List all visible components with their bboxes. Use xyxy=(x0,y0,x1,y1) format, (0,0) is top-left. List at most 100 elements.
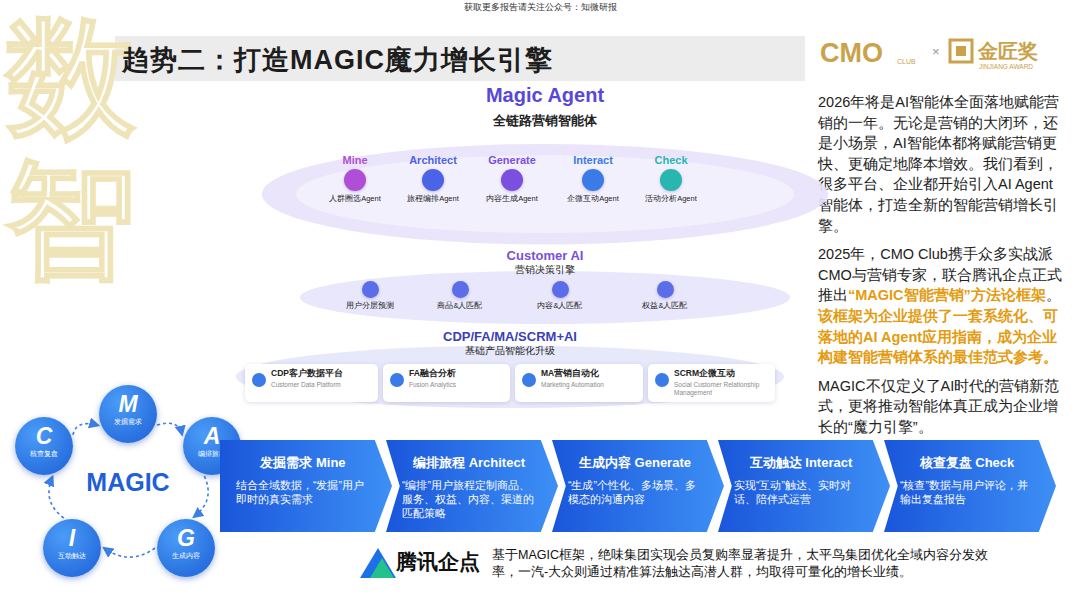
decision-label: 内容&人匹配 xyxy=(515,301,605,311)
product-english: Customer Data Platform xyxy=(271,381,374,389)
step-heading: 发掘需求 Mine xyxy=(236,454,370,472)
award-icon xyxy=(950,40,972,62)
step-body: 结合全域数据，“发掘”用户即时的真实需求 xyxy=(236,478,370,506)
decision-icon xyxy=(452,281,469,298)
agent-label: 活动分析Agent xyxy=(631,194,711,204)
product-box: FA融合分析Fusion Analytics xyxy=(383,364,510,402)
decision-item: 内容&人匹配 xyxy=(515,278,605,318)
step-chevron: 互动触达 Interact 实现“互动”触达、实时对话、陪伴式运营 xyxy=(718,440,890,532)
cycle-arrow xyxy=(157,423,182,434)
decision-icon xyxy=(362,281,379,298)
decision-label: 用户分层预测 xyxy=(325,301,415,311)
logo-text: CLUB xyxy=(897,58,916,65)
band-subheading: 营销决策引擎 xyxy=(300,264,790,277)
step-body: 实现“互动”触达、实时对话、陪伴式运营 xyxy=(734,478,868,506)
agent-letter-word: Interact xyxy=(553,154,633,166)
cycle-circle: M发掘需求 xyxy=(99,385,157,443)
base-product-band: CDP/FA/MA/SCRM+AI基础产品智能化升级 CDP客户数据平台Custo… xyxy=(236,326,784,408)
product-name: MA营销自动化 xyxy=(541,368,639,380)
qidian-logo xyxy=(360,548,396,578)
agent-icon xyxy=(422,169,444,191)
decision-icon xyxy=(657,281,674,298)
cycle-center-label: MAGIC xyxy=(78,468,178,497)
step-chevron: 发掘需求 Mine 结合全域数据，“发掘”用户即时的真实需求 xyxy=(220,440,392,532)
decision-item: 商品&人匹配 xyxy=(415,278,505,318)
decision-label: 商品&人匹配 xyxy=(415,301,505,311)
agent-item: Check 活动分析Agent xyxy=(631,154,711,222)
step-chevron: 生成内容 Generate“生成”个性化、多场景、多模态的沟通内容 xyxy=(552,440,724,532)
decision-item: 用户分层预测 xyxy=(325,278,415,318)
product-icon xyxy=(522,373,536,387)
agent-icon xyxy=(501,169,523,191)
band-subheading: 全链路营销智能体 xyxy=(262,113,828,130)
product-english: Social Customer Relationship Management xyxy=(674,381,771,397)
cycle-circle: I互动触达 xyxy=(43,519,101,577)
product-name: FA融合分析 xyxy=(409,368,506,380)
slide-title: 趋势二：打造MAGIC魔力增长引擎 xyxy=(122,42,553,78)
highlight-text: 该框架为企业提供了一套系统化、可落地的AI Agent应用指南，成为企业构建智能… xyxy=(818,308,1058,365)
agent-icon xyxy=(344,169,366,191)
body-text: 。 xyxy=(1046,287,1061,303)
cycle-arrow xyxy=(104,548,155,557)
decision-icon xyxy=(552,281,569,298)
agent-label: 企微互动Agent xyxy=(553,194,633,204)
agent-item: Interact 企微互动Agent xyxy=(553,154,633,222)
cycle-label: 发掘需求 xyxy=(99,417,157,427)
logo-text: JINJIANG AWARD xyxy=(979,63,1033,70)
highlight-text: “MAGIC智能营销”方法论框架 xyxy=(848,287,1046,303)
cycle-circle: G生成内容 xyxy=(157,519,215,577)
text-column: 2026年将是AI智能体全面落地赋能营销的一年。无论是营销的大闭环，还是小场景，… xyxy=(818,92,1066,438)
product-english: Marketing Automation xyxy=(541,381,639,389)
band-heading: Magic Agent xyxy=(262,84,828,107)
watermark: 数智 xyxy=(6,6,136,292)
product-box: MA营销自动化Marketing Automation xyxy=(515,364,643,402)
paragraph: 2025年，CMO Club携手众多实战派CMO与营销专家，联合腾讯企点正式推出… xyxy=(818,244,1066,368)
band-subheading: 基础产品智能化升级 xyxy=(236,345,784,358)
step-chevron: 编排旅程 Architect“编排”用户旅程定制商品、服务、权益、内容、渠道的匹… xyxy=(386,440,558,532)
logo-text: CMO xyxy=(820,38,883,69)
cycle-arrow xyxy=(49,477,64,518)
cycle-letter: C xyxy=(15,423,73,449)
decision-engine-band: Customer AI营销决策引擎用户分层预测商品&人匹配内容&人匹配 权益&人匹… xyxy=(300,246,790,324)
band-heading: CDP/FA/MA/SCRM+AI xyxy=(236,329,784,344)
product-box: CDP客户数据平台Customer Data Platform xyxy=(245,364,378,402)
logo-separator: × xyxy=(932,44,940,59)
cycle-circle: C核查复盘 xyxy=(15,417,73,475)
band-heading: Customer AI xyxy=(300,248,790,263)
cycle-label: 互动触达 xyxy=(43,551,101,561)
decision-item: 权益&人匹配 xyxy=(620,278,710,318)
decision-label: 权益&人匹配 xyxy=(620,301,710,311)
body-text: 2026年将是AI智能体全面落地赋能营销的一年。无论是营销的大闭环，还是小场景，… xyxy=(818,94,1059,234)
body-text: MAGIC不仅定义了AI时代的营销新范式，更将推动智能体真正成为企业增长的“魔力… xyxy=(818,378,1059,435)
agent-icon xyxy=(660,169,682,191)
logo-text: 金匠奖 xyxy=(978,38,1038,65)
agent-letter-word: Architect xyxy=(393,154,473,166)
product-name: SCRM企微互动 xyxy=(674,368,771,380)
product-icon xyxy=(655,373,669,387)
cycle-arrow xyxy=(194,476,208,517)
step-body: “核查”数据与用户评论，并输出复盘报告 xyxy=(900,478,1034,506)
step-heading: 核查复盘 Check xyxy=(900,454,1034,472)
cycle-arrow xyxy=(73,424,98,435)
source-note: 获取更多报告请关注公众号：知微研报 xyxy=(0,1,1080,14)
agent-layer-band: Magic Agent全链路营销智能体Mine人群圈选AgentArchitec… xyxy=(262,84,828,246)
award-icon-core xyxy=(956,46,966,56)
agent-icon xyxy=(582,169,604,191)
step-chevron: 核查复盘 Check “核查”数据与用户评论，并输出复盘报告 xyxy=(884,440,1056,532)
cycle-label: 生成内容 xyxy=(157,551,215,561)
product-name: CDP客户数据平台 xyxy=(271,368,374,380)
agent-item: Generate 内容生成Agent xyxy=(472,154,552,222)
agent-letter-word: Check xyxy=(631,154,711,166)
step-heading: 生成内容 Generate xyxy=(568,454,702,472)
cycle-letter: I xyxy=(43,525,101,551)
product-english: Fusion Analytics xyxy=(409,381,506,389)
agent-label: 内容生成Agent xyxy=(472,194,552,204)
paragraph: MAGIC不仅定义了AI时代的营销新范式，更将推动智能体真正成为企业增长的“魔力… xyxy=(818,376,1066,438)
qidian-logo-inner xyxy=(370,558,394,578)
cycle-letter: M xyxy=(99,391,157,417)
step-heading: 互动触达 Interact xyxy=(734,454,868,472)
cycle-letter: G xyxy=(157,525,215,551)
product-icon xyxy=(390,373,404,387)
agent-letter-word: Generate xyxy=(472,154,552,166)
product-icon xyxy=(252,373,266,387)
